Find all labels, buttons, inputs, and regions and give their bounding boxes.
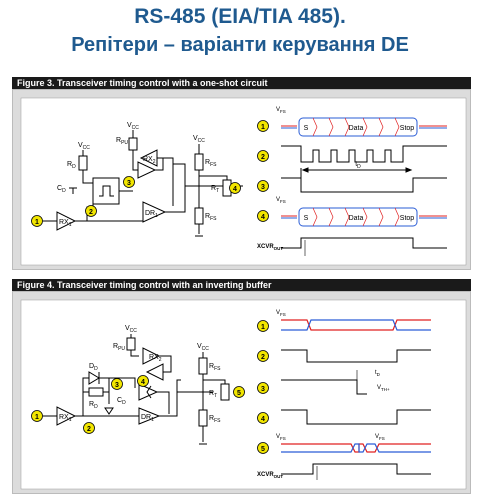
rfs-label-top: RFS xyxy=(205,159,217,168)
fig4-timing-marker-3 xyxy=(257,382,269,394)
fig4-vfs-label-row5-left: VFS xyxy=(276,434,286,441)
rt-label-fig4: RT xyxy=(209,390,217,399)
rpu-label: RPU xyxy=(116,137,128,146)
fig4-timing-label-3: 3 xyxy=(261,386,265,393)
rfs-label-top-fig4: RFS xyxy=(209,363,221,372)
dr1-label: DR1 xyxy=(145,210,158,219)
rx2-label-fig4: RX2 xyxy=(149,354,162,363)
fig4-timing-marker-2 xyxy=(257,350,269,362)
page-title-line2: Репітери – варіанти керування DE xyxy=(71,34,409,56)
vcc-label-left: VCC xyxy=(78,142,90,151)
fig4-node-label-2: 2 xyxy=(87,426,91,433)
timing-marker-1 xyxy=(257,120,269,132)
xcvr-label-fig4: XCVROUT xyxy=(257,472,283,479)
fig4-node-label-4: 4 xyxy=(141,379,145,386)
vcc-label-top: VCC xyxy=(127,122,139,131)
cd-label-fig4: CD xyxy=(117,397,126,406)
vcc-label-top-fig4: VCC xyxy=(125,325,137,334)
rx2-label: RX2 xyxy=(143,156,156,165)
timing-marker-4 xyxy=(257,210,269,222)
fig4-node-marker-4 xyxy=(137,375,149,387)
fig4-node-marker-1 xyxy=(31,410,43,422)
node-marker-4 xyxy=(229,182,241,194)
vfs-label-row4: VFS xyxy=(276,197,286,204)
rpu-label-fig4: RPU xyxy=(113,343,125,352)
rx1-label: RX1 xyxy=(59,219,72,228)
rt-label: RT xyxy=(211,185,219,194)
fig4-node-marker-5 xyxy=(233,386,245,398)
rfs-label-bottom: RFS xyxy=(205,213,217,222)
timing-label-2: 2 xyxy=(261,154,265,161)
fig4-timing-marker-5 xyxy=(257,442,269,454)
vcc-label-right: VCC xyxy=(193,135,205,144)
node-marker-2 xyxy=(85,205,97,217)
rd-label-fig4: RD xyxy=(89,401,98,410)
figure4-caption: Figure 4. Transceiver timing control wit… xyxy=(12,279,471,291)
rx1-label-fig4: RX1 xyxy=(59,414,72,423)
stop-label-row1: Stop xyxy=(400,125,415,132)
start-bit-label-row1: S xyxy=(304,125,309,132)
figure4-diagram: VCC RPU DD RD CD RX1 RX2 DR1 VCC RFS RT … xyxy=(20,299,467,490)
figure3-caption: Figure 3. Transceiver timing control wit… xyxy=(12,77,471,89)
page-title-line1: RS-485 (EIA/TIA 485). xyxy=(134,5,346,28)
timing-label-4: 4 xyxy=(261,214,265,221)
data-label-row1: Data xyxy=(349,125,364,132)
fig4-node-label-3: 3 xyxy=(115,382,119,389)
td-label-fig3: tD xyxy=(355,161,361,170)
rd-label: RD xyxy=(67,161,76,170)
dr1-label-fig4: DR1 xyxy=(141,414,154,423)
fig4-node-marker-2 xyxy=(83,422,95,434)
fig4-timing-label-5: 5 xyxy=(261,446,265,453)
fig4-node-marker-3 xyxy=(111,378,123,390)
figure3-diagram: VCC RPU VCC RD CD RX1 RX2 DR1 VCC RFS RT… xyxy=(20,97,467,266)
fig4-timing-marker-1 xyxy=(257,320,269,332)
start-bit-label-row4: S xyxy=(304,215,309,222)
fig4-timing-marker-4 xyxy=(257,412,269,424)
xcvr-label-fig3: XCVROUT xyxy=(257,244,283,251)
vth-label-fig4: VTH+ xyxy=(377,385,390,392)
dd-label-fig4: DD xyxy=(89,363,98,372)
fig4-timing-label-1: 1 xyxy=(261,324,265,331)
vfs-label-row1: VFS xyxy=(276,107,286,114)
timing-marker-3 xyxy=(257,180,269,192)
stop-label-row4: Stop xyxy=(400,215,415,222)
td-label-fig4: tD xyxy=(375,370,381,377)
vcc-label-right-fig4: VCC xyxy=(197,343,209,352)
figure4-panel: VCC RPU DD RD CD RX1 RX2 DR1 VCC RFS RT … xyxy=(12,291,471,494)
node-marker-3 xyxy=(123,176,135,188)
cd-label: CD xyxy=(57,185,66,194)
fig4-vfs-label-row1: VFS xyxy=(276,310,286,317)
node-label-1: 1 xyxy=(35,219,39,226)
timing-marker-2 xyxy=(257,150,269,162)
node-label-4: 4 xyxy=(233,186,237,193)
timing-label-3: 3 xyxy=(261,184,265,191)
rfs-label-bottom-fig4: RFS xyxy=(209,415,221,424)
fig4-node-label-5: 5 xyxy=(237,390,241,397)
figure3-panel: VCC RPU VCC RD CD RX1 RX2 DR1 VCC RFS RT… xyxy=(12,89,471,270)
fig4-timing-label-4: 4 xyxy=(261,416,265,423)
data-label-row4: Data xyxy=(349,215,364,222)
fig4-node-label-1: 1 xyxy=(35,414,39,421)
fig4-timing-label-2: 2 xyxy=(261,354,265,361)
node-marker-1 xyxy=(31,215,43,227)
node-label-3: 3 xyxy=(127,180,131,187)
node-label-2: 2 xyxy=(89,209,93,216)
timing-label-1: 1 xyxy=(261,124,265,131)
fig4-vfs-label-row5-right: VFS xyxy=(375,434,385,441)
